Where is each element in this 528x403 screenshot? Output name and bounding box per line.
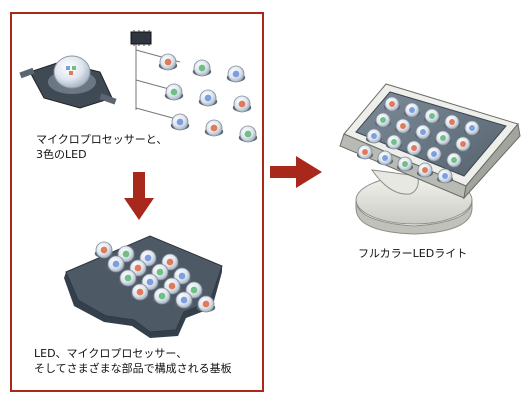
small-led — [192, 59, 212, 77]
down-arrow-icon — [124, 172, 154, 220]
single-led-component — [19, 55, 117, 109]
components-caption-line2: 3色のLED — [36, 148, 87, 161]
panel-led — [405, 140, 423, 156]
right-arrow-icon — [270, 156, 322, 188]
small-led — [198, 89, 218, 107]
led-board — [64, 235, 223, 338]
panel-led — [436, 168, 454, 184]
panel-led — [383, 96, 401, 112]
board-led — [174, 291, 194, 309]
small-led — [158, 53, 178, 71]
panel-led — [454, 136, 472, 152]
panel-led — [394, 118, 412, 134]
board-led — [196, 295, 216, 313]
panel-led — [463, 120, 481, 136]
panel-led — [376, 150, 394, 166]
small-led — [204, 119, 224, 137]
small-led — [226, 65, 246, 83]
board-led — [106, 255, 126, 273]
panel-led — [443, 114, 461, 130]
board-caption-line1: LED、マイクロプロセッサー、 — [34, 347, 188, 360]
led-array-small — [158, 53, 258, 143]
panel-led — [396, 156, 414, 172]
microprocessor-chip — [130, 30, 181, 121]
panel-led — [423, 108, 441, 124]
small-led — [164, 83, 184, 101]
panel-led — [385, 134, 403, 150]
product-caption: フルカラーLEDライト — [358, 247, 468, 260]
board-caption-line2: そしてさまざまな部品で構成される基板 — [34, 362, 232, 375]
board-led — [150, 263, 170, 281]
small-led — [232, 95, 252, 113]
components-caption: マイクロプロセッサーと、 3色のLED — [36, 132, 167, 162]
small-led — [170, 113, 190, 131]
full-color-led-light — [339, 83, 521, 235]
board-led — [152, 287, 172, 305]
panel-led — [365, 128, 383, 144]
panel-led — [445, 152, 463, 168]
panel-led — [403, 102, 421, 118]
panel-led — [416, 162, 434, 178]
board-led — [118, 269, 138, 287]
highlight-frame — [10, 12, 264, 392]
panel-led — [425, 146, 443, 162]
panel-led — [356, 144, 374, 160]
small-led — [238, 125, 258, 143]
board-led — [130, 283, 150, 301]
board-led — [94, 241, 114, 259]
panel-led — [414, 124, 432, 140]
board-caption: LED、マイクロプロセッサー、 そしてさまざまな部品で構成される基板 — [34, 346, 232, 376]
board-led — [140, 273, 160, 291]
panel-led — [374, 112, 392, 128]
board-led — [138, 249, 158, 267]
panel-led — [434, 130, 452, 146]
components-caption-line1: マイクロプロセッサーと、 — [36, 133, 168, 146]
